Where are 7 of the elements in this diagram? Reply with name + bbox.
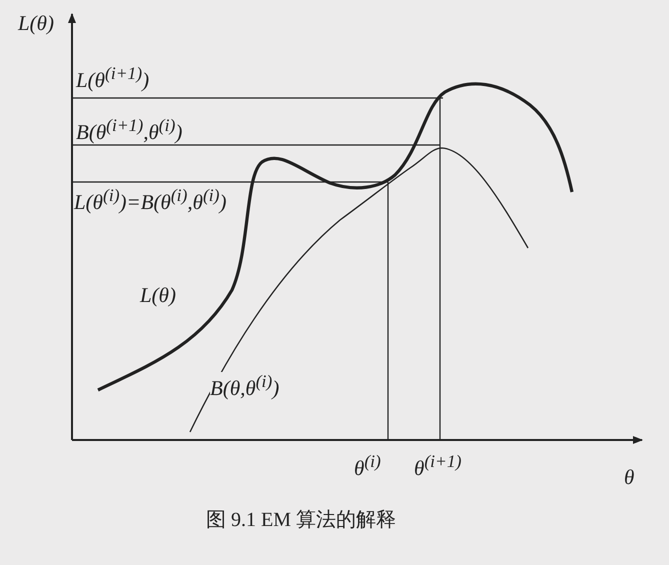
axis-label: L(θ) xyxy=(18,12,54,36)
level-label: B(θ$^{(i+1)}$,θ$^{(i)}$) xyxy=(76,116,182,144)
curve-label: B(θ,θ$^{(i)}$) xyxy=(210,372,280,400)
curve-label: L(θ) xyxy=(140,284,176,308)
level-label: L(θ$^{(i)}$)=B(θ$^{(i)}$,θ$^{(i)}$) xyxy=(74,186,226,214)
caption: 图 9.1 EM 算法的解释 xyxy=(206,508,396,533)
level-label: L(θ$^{(i+1)}$) xyxy=(76,64,150,92)
